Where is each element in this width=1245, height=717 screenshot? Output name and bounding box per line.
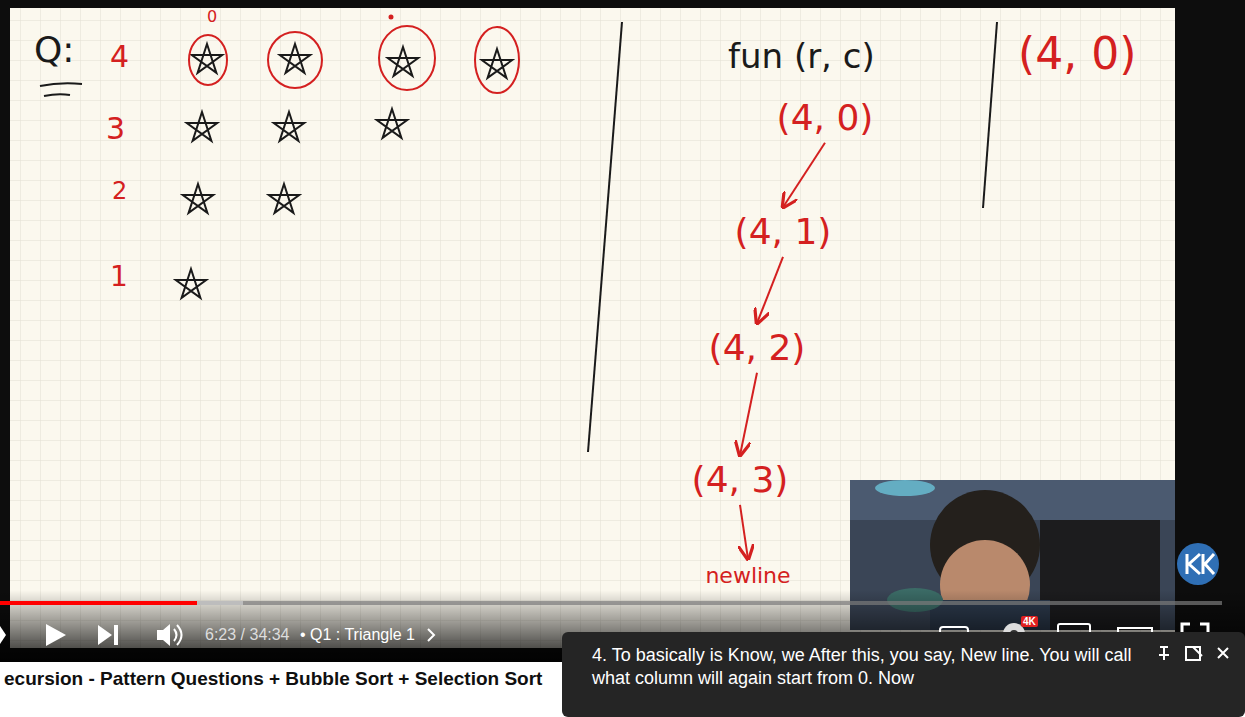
progress-buffer xyxy=(197,601,243,605)
call-node: (4, 2) xyxy=(703,326,812,370)
caption-text: 4. To basically is Know, we After this, … xyxy=(592,644,1142,691)
call-text: (4, 2) xyxy=(709,328,806,368)
call-arrow xyxy=(740,505,748,559)
star-pattern xyxy=(176,44,512,298)
video-frame xyxy=(0,0,1245,662)
function-signature: fun (r, c) xyxy=(728,38,875,75)
caption-panel xyxy=(562,632,1245,717)
column-index: 0 xyxy=(207,8,217,26)
whiteboard xyxy=(10,8,1175,648)
row-number: 2 xyxy=(112,178,127,204)
row-number: 4 xyxy=(110,40,129,73)
call-node: (4, 1) xyxy=(729,210,838,254)
call-text: (4, 3) xyxy=(692,460,789,500)
grid xyxy=(10,8,1175,648)
call-node: newline xyxy=(699,562,796,590)
circle-marks xyxy=(189,16,519,94)
call-text: (4, 0) xyxy=(777,98,874,138)
underline xyxy=(44,94,70,96)
call-note: (4, 0) xyxy=(1018,30,1136,78)
channel-logo xyxy=(1177,543,1219,585)
call-node: (4, 0) xyxy=(771,96,880,140)
progress-track xyxy=(0,601,1222,605)
call-node: (4, 3) xyxy=(686,458,795,502)
chapter-name: • Q1 : Triangle 1 xyxy=(300,626,415,644)
time-display: 6:23 / 34:34 xyxy=(205,626,290,644)
divider-line xyxy=(588,22,622,452)
call-text: newline xyxy=(705,564,790,588)
caption-buttons xyxy=(1159,647,1228,660)
underline xyxy=(40,83,82,86)
call-text: (4, 1) xyxy=(735,212,832,252)
video-title: ecursion - Pattern Questions + Bubble So… xyxy=(4,668,552,691)
question-label: Q: xyxy=(34,30,74,70)
row-number: 3 xyxy=(106,112,125,145)
progress-played xyxy=(0,601,197,605)
call-arrow xyxy=(740,373,757,455)
divider-line xyxy=(983,22,997,208)
row-number: 1 xyxy=(110,262,128,293)
quality-badge: 4K xyxy=(1021,616,1038,627)
call-arrow xyxy=(757,257,783,323)
call-arrow xyxy=(783,143,825,207)
